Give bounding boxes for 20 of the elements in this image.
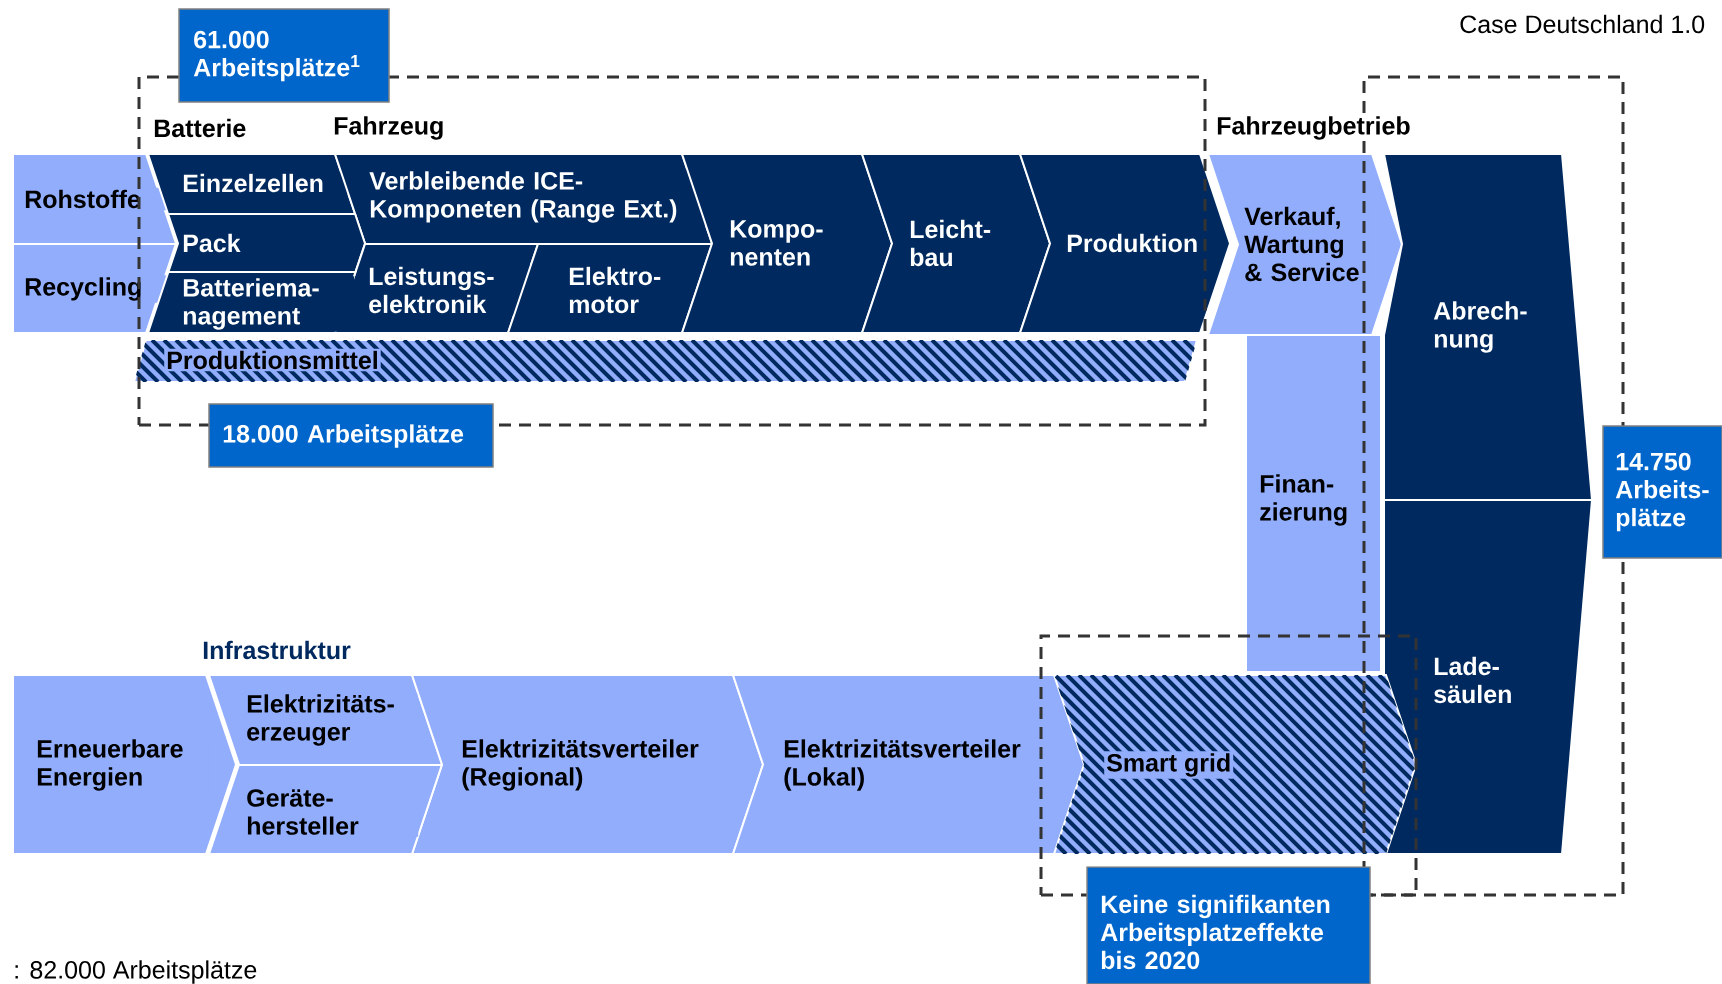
section-heading: Fahrzeug xyxy=(332,115,446,141)
text-line: Case Deutschland 1.0 xyxy=(1458,13,1707,35)
note-badge: Keine signifikanten Arbeitsplatzeffekte bis 2020 xyxy=(1086,866,1371,984)
value-chain-step: Produktion xyxy=(1018,153,1232,334)
footnote: : 82.000 Arbeitsplätze xyxy=(12,959,259,984)
value-chain-step: Erneuerbare Energien xyxy=(12,674,238,855)
job-count-badge: 18.000 Arbeitsplätze xyxy=(208,403,494,468)
stage-panel: Lade- säulen xyxy=(1383,499,1594,855)
value-chain-step: Rohstoffe xyxy=(12,153,178,245)
section-heading: Infrastruktur xyxy=(201,639,352,661)
value-chain-step: Verkauf, Wartung & Service xyxy=(1206,153,1404,336)
stage-panel: Finan- zierung xyxy=(1245,334,1382,673)
section-heading: Batterie xyxy=(152,117,248,139)
stage-panel: Abrech- nung xyxy=(1382,153,1594,501)
value-chain-step: Batteriema- nagement xyxy=(146,271,357,334)
section-heading: Fahrzeugbetrieb xyxy=(1215,115,1412,141)
job-count-badge: 14.750 Arbeits- plätze xyxy=(1602,425,1722,559)
value-chain-step: Elektrizitätsverteiler (Lokal) xyxy=(731,674,1089,855)
job-count-badge: 61.000 Arbeitsplätze$^{1}$ xyxy=(178,8,390,103)
value-chain-step: Smart grid xyxy=(1052,674,1418,855)
